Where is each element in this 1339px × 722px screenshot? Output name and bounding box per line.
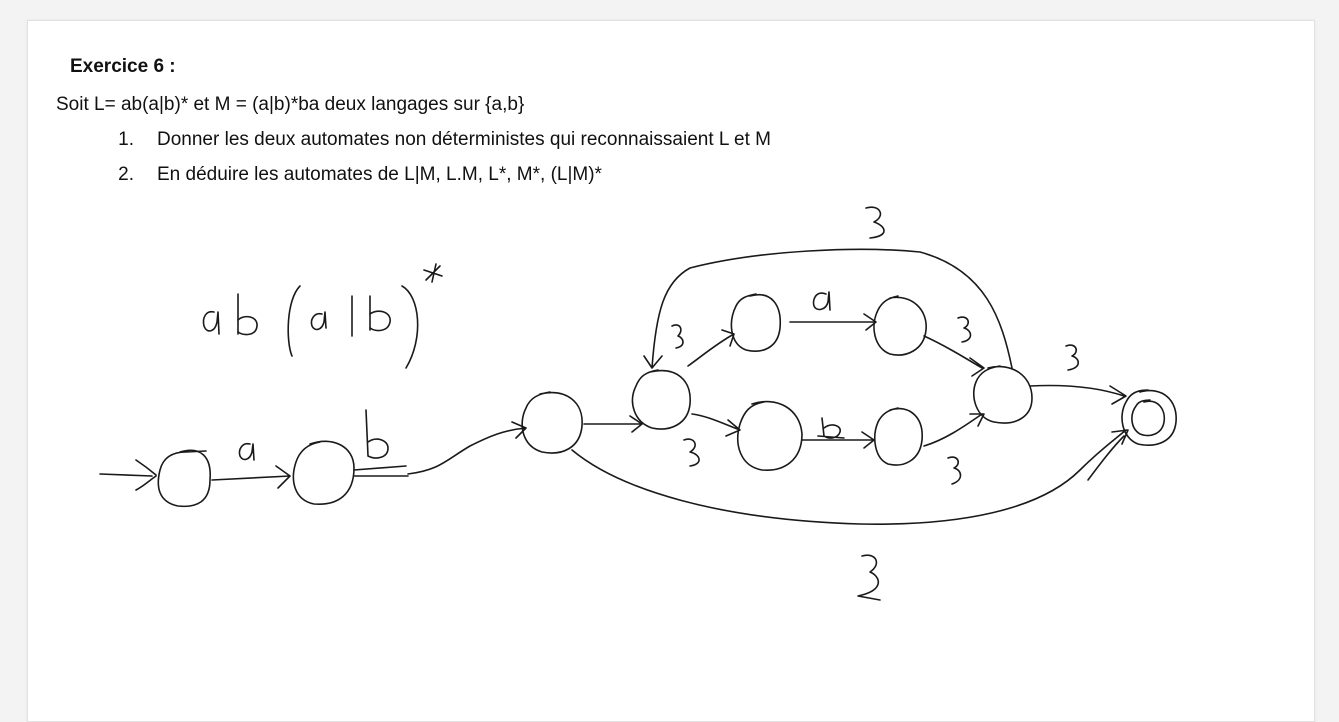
automaton-state [521,391,583,454]
handwritten-automaton-sketch [99,206,1177,601]
accepting-state [1121,389,1177,446]
automaton-state [737,400,803,471]
exercise-title: Exercice 6 : [70,56,176,77]
automaton-state [292,440,355,505]
transition-label-epsilon [671,324,684,349]
task-number: 1. [118,129,134,150]
transition-label-a [812,291,831,311]
transition-label-epsilon [1065,344,1080,371]
transition-label-epsilon [683,438,700,467]
start-arrow [99,459,157,491]
handwritten-regex-annotation [202,263,443,369]
transition-label-b [817,417,845,439]
transition-label-epsilon [947,456,962,485]
accepting-state-inner [1131,399,1166,437]
task-number: 2. [118,164,134,185]
exercise-statement: Soit L= ab(a|b)* et M = (a|b)*ba deux la… [56,94,525,115]
automaton-state [730,293,781,352]
automaton-state [972,365,1033,424]
transition-label-epsilon [957,316,972,343]
transition-label-epsilon [865,206,885,239]
automaton-state [873,295,927,356]
task-text: En déduire les automates de L|M, L.M, L*… [157,164,602,185]
automaton-state [631,369,691,430]
transition-label-a [238,442,255,461]
transition-label-b [365,409,389,459]
automaton-state [157,449,211,508]
transition-label-epsilon [857,554,881,601]
automaton-state [874,407,923,466]
task-text: Donner les deux automates non déterminis… [157,129,771,150]
